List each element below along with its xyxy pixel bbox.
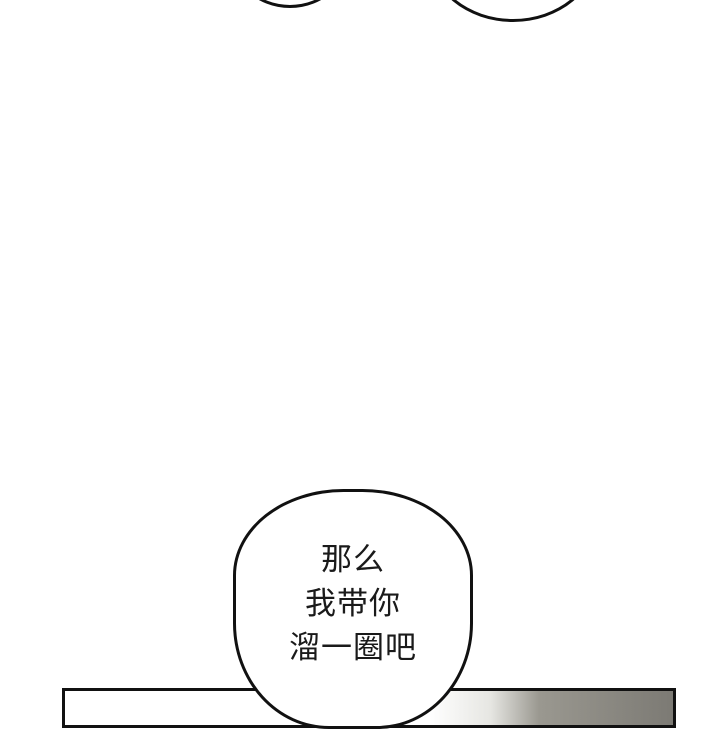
speech-line-2: 我带你 — [305, 586, 401, 622]
speech-bubble-main: 那么 我带你 溜一圈吧 — [233, 489, 473, 729]
speech-bubble-top-right — [428, 0, 598, 22]
speech-bubble-top-left — [228, 0, 352, 8]
speech-line-3: 溜一圈吧 — [289, 630, 417, 666]
speech-bubble-text: 那么 我带你 溜一圈吧 — [236, 538, 470, 670]
speech-line-1: 那么 — [321, 542, 385, 578]
